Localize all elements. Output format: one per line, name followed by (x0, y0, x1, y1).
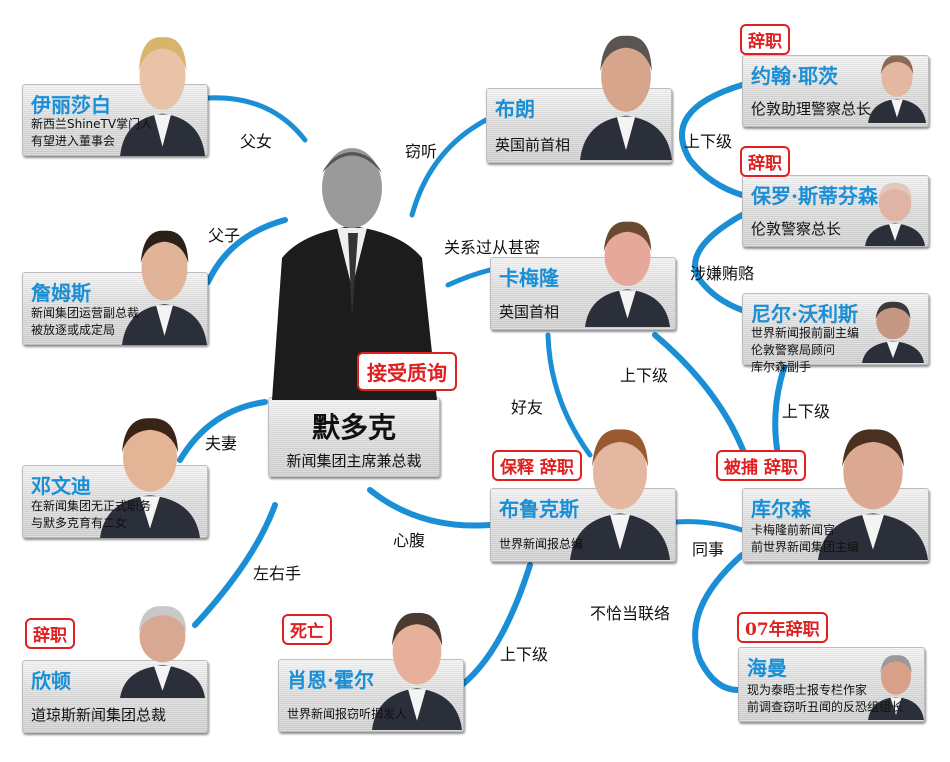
person-name: 肖恩·霍尔 (287, 668, 374, 692)
relation-label: 涉嫌贿赂 (690, 264, 755, 283)
link-brooks-cameron (545, 332, 593, 458)
link-hoare-brooks (452, 562, 533, 693)
relation-label: 父女 (240, 132, 273, 151)
person-name: 保罗·斯蒂芬森 (751, 184, 878, 208)
person-desc-line: 英国前首相 (495, 136, 571, 154)
person-desc-line: 库尔森副手 (751, 360, 812, 374)
person-desc-line: 卡梅隆前新闻官 (751, 523, 836, 537)
person-desc-line: 新闻集团运营副总裁 (31, 306, 140, 320)
person-photo-james (122, 230, 207, 345)
status-badge: 07年辞职 (737, 612, 828, 643)
status-badge: 接受质询 (357, 352, 457, 391)
relation-label: 不恰当联络 (590, 604, 671, 623)
relation-label: 关系过从甚密 (444, 238, 541, 257)
person-desc-line: 被放逐或成定局 (31, 323, 116, 337)
person-desc-line: 道琼斯新闻集团总裁 (31, 706, 167, 724)
link-wendi (177, 399, 268, 463)
link-wallis-coulson (772, 362, 788, 458)
relation-label: 窃听 (405, 142, 438, 161)
relation-label: 夫妻 (205, 434, 238, 453)
person-desc-line: 前调查窃听丑闻的反恐组组长 (747, 700, 904, 714)
person-photo-brooks (570, 429, 670, 560)
link-james (205, 217, 288, 285)
status-badge: 死亡 (282, 614, 332, 645)
person-name: 默多克 (311, 411, 396, 444)
link-coulson-cameron (652, 332, 748, 458)
person-photo-elizabeth (120, 37, 205, 156)
person-name: 邓文迪 (31, 474, 91, 498)
link-stephenson-wallis (692, 212, 745, 313)
person-desc-line: 在新闻集团无正式职务 (31, 499, 152, 513)
link-yates-stephenson (679, 82, 745, 198)
person-name: 詹姆斯 (31, 281, 91, 305)
person-desc-line: 与默多克育有二女 (31, 516, 128, 530)
link-brown (409, 117, 489, 218)
link-cameron (445, 267, 493, 288)
person-photo-hinton (120, 606, 205, 698)
person-photo-stephenson (865, 182, 925, 246)
person-desc: 新闻集团主席兼总裁 (286, 452, 422, 470)
person-name: 伊丽莎白 (31, 93, 111, 117)
relation-label: 好友 (511, 398, 544, 417)
link-elizabeth (205, 95, 308, 143)
person-desc-line: 世界新闻报前副主编 (751, 326, 860, 340)
person-desc-line: 前世界新闻集团主编 (751, 540, 860, 554)
person-name: 约翰·耶茨 (751, 64, 838, 88)
person-name: 布鲁克斯 (499, 497, 579, 521)
person-name: 库尔森 (751, 497, 811, 521)
relation-label: 上下级 (620, 366, 669, 385)
relation-label: 上下级 (500, 645, 549, 664)
link-brooks-center (367, 487, 493, 529)
relation-label: 心腹 (393, 531, 426, 550)
status-badge: 辞职 (25, 618, 75, 649)
person-desc-line: 现为泰晤士报专栏作家 (747, 683, 868, 697)
relation-label: 同事 (692, 540, 725, 559)
status-badge: 保释 辞职 (492, 450, 582, 481)
person-photo-brown (580, 35, 672, 160)
person-photo-wendi (100, 418, 200, 538)
link-coulson-hayman (692, 552, 745, 693)
status-badge: 辞职 (740, 146, 790, 177)
person-photo-yates (868, 55, 926, 123)
link-hinton (192, 502, 278, 628)
person-photo-hoare (372, 612, 462, 730)
relation-label: 上下级 (782, 402, 831, 421)
relation-label: 上下级 (684, 132, 733, 151)
person-desc-line: 新西兰ShineTV掌门人 (31, 117, 153, 131)
person-photo-coulson (818, 429, 928, 560)
person-desc-line: 世界新闻报总编 (499, 537, 584, 551)
person-desc-line: 有望进入董事会 (31, 134, 116, 148)
person-desc-line: 世界新闻报窃听揭发人 (287, 707, 408, 721)
person-desc-line: 伦敦警察总长 (751, 220, 842, 238)
person-name: 卡梅隆 (499, 266, 559, 290)
relation-label: 左右手 (253, 564, 302, 583)
status-badge: 辞职 (740, 24, 790, 55)
link-brooks-coulson (673, 519, 745, 533)
person-name: 海曼 (747, 656, 787, 680)
person-name: 尼尔·沃利斯 (751, 302, 858, 326)
person-name: 欣顿 (31, 669, 71, 693)
person-photo-wallis (862, 301, 924, 363)
status-badge: 被捕 辞职 (716, 450, 806, 481)
relation-label: 父子 (208, 226, 241, 245)
person-photo-cameron (585, 221, 670, 327)
person-desc-line: 伦敦助理警察总长 (751, 100, 872, 118)
person-name: 布朗 (495, 97, 535, 121)
person-card-murdoch[interactable]: 默多克 新闻集团主席兼总裁 (268, 397, 440, 477)
person-photo-hayman (868, 655, 924, 720)
person-desc-line: 伦敦警察局顾问 (751, 343, 836, 357)
person-desc-line: 英国首相 (499, 303, 560, 321)
